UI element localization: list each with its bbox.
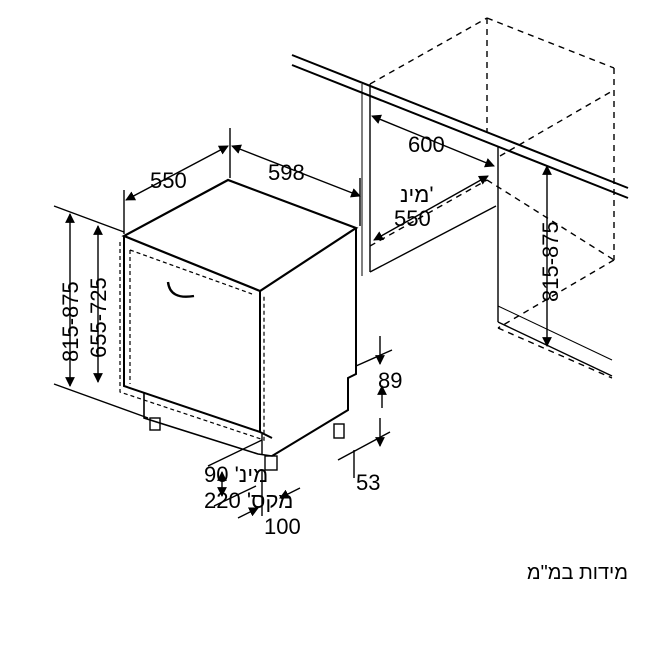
label-cabinet-width: 600 — [408, 132, 445, 157]
label-foot-depth: 100 — [264, 514, 301, 539]
label-top-depth: 550 — [150, 168, 187, 193]
cabinet-niche — [291, 17, 629, 379]
label-top-width: 598 — [268, 160, 305, 185]
door-outline — [119, 242, 265, 441]
label-cabinet-depth: 550 — [394, 206, 431, 231]
label-cabinet-height: 815-875 — [538, 221, 563, 302]
label-door-height: 655-725 — [86, 277, 111, 358]
dimension-labels: 598 550 600 מינ' 550 815-875 815-875 655… — [58, 132, 563, 539]
dimension-lines — [53, 114, 552, 519]
label-cabinet-depth-prefix: מינ' — [400, 182, 434, 207]
label-total-height: 815-875 — [58, 281, 83, 362]
units-caption: מידות במ"מ — [526, 562, 628, 584]
label-foot-height: 53 — [356, 470, 380, 495]
label-plinth-height: 89 — [378, 368, 402, 393]
dishwasher-body — [121, 178, 359, 471]
label-max: מקס' 220 — [204, 488, 293, 513]
label-min: מינ' 90 — [204, 462, 268, 487]
